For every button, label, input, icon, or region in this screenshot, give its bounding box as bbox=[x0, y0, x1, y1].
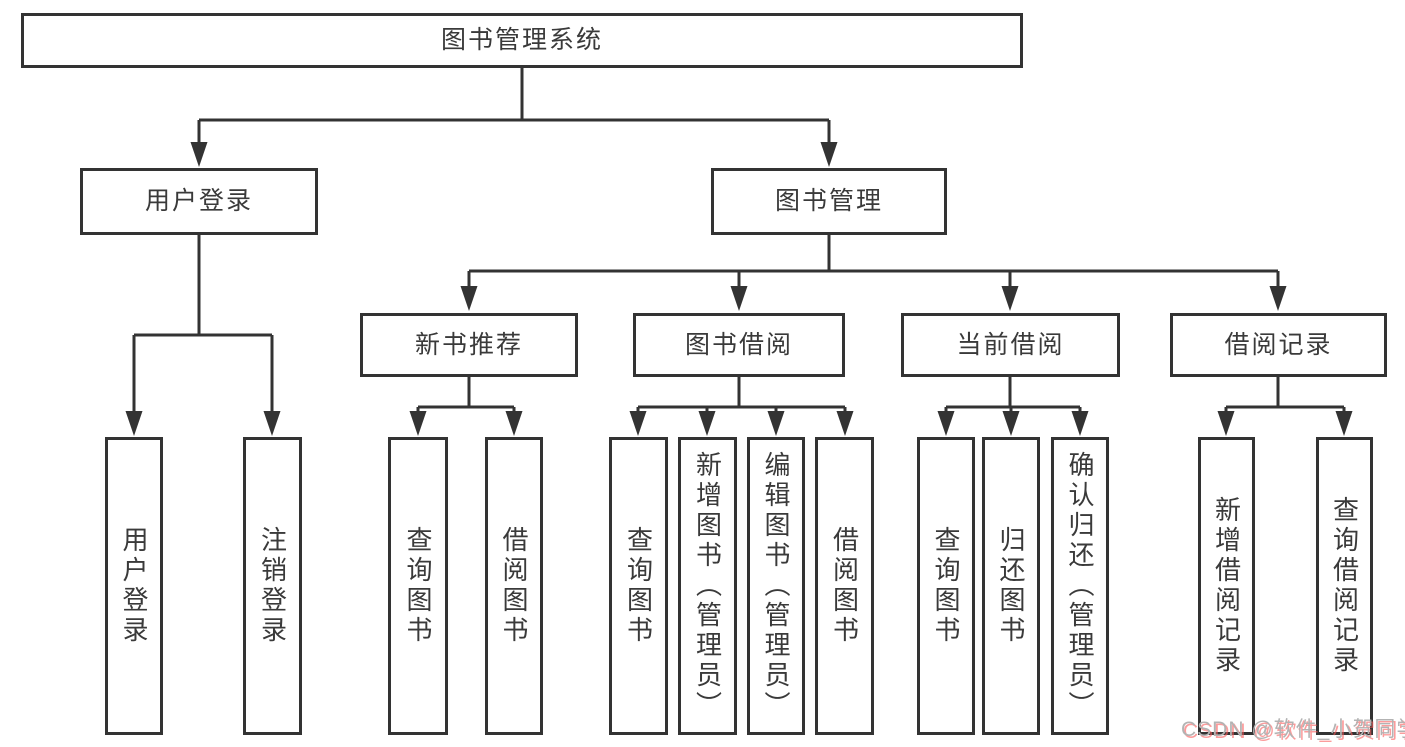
leaf-borrow-books: 借阅图书 bbox=[815, 437, 874, 735]
arrow-down-icon bbox=[1071, 411, 1089, 436]
arrow-down-icon bbox=[125, 411, 143, 436]
node-user-login: 用户登录 bbox=[80, 168, 318, 235]
node-current-borrow: 当前借阅 bbox=[901, 313, 1120, 377]
leaf-return-books: 归还图书 bbox=[982, 437, 1040, 735]
arrow-down-icon bbox=[1269, 286, 1287, 311]
leaf-query-books-current: 查询图书 bbox=[917, 437, 975, 735]
leaf-confirm-return-admin: 确认归还（管理员） bbox=[1051, 437, 1109, 735]
arrow-down-icon bbox=[1335, 411, 1353, 436]
arrow-down-icon bbox=[263, 411, 281, 436]
arrow-down-icon bbox=[698, 411, 716, 436]
leaf-query-books-borrow: 查询图书 bbox=[609, 437, 668, 735]
connector-user-login bbox=[132, 235, 274, 413]
leaf-add-books-admin: 新增图书（管理员） bbox=[678, 437, 737, 735]
arrow-down-icon bbox=[820, 142, 838, 167]
arrow-down-icon bbox=[1217, 411, 1235, 436]
connector-new-book-recommend bbox=[416, 377, 516, 413]
node-book-management: 图书管理 bbox=[711, 168, 947, 235]
leaf-logout: 注销登录 bbox=[243, 437, 302, 735]
connector-current-borrow bbox=[944, 377, 1082, 413]
arrow-down-icon bbox=[409, 411, 427, 436]
connector-root bbox=[197, 68, 831, 144]
arrowheads bbox=[125, 142, 1353, 436]
arrow-down-icon bbox=[629, 411, 647, 436]
arrow-down-icon bbox=[937, 411, 955, 436]
node-root: 图书管理系统 bbox=[21, 13, 1023, 68]
arrow-down-icon bbox=[1002, 411, 1020, 436]
leaf-edit-books-admin: 编辑图书（管理员） bbox=[747, 437, 805, 735]
connector-borrow-records bbox=[1224, 377, 1346, 413]
connector-book-management bbox=[467, 235, 1280, 288]
leaf-query-books-recommend: 查询图书 bbox=[388, 437, 448, 735]
arrow-down-icon bbox=[1001, 286, 1019, 311]
arrow-down-icon bbox=[190, 142, 208, 167]
arrow-down-icon bbox=[836, 411, 854, 436]
arrow-down-icon bbox=[460, 286, 478, 311]
node-borrow-records: 借阅记录 bbox=[1170, 313, 1387, 377]
arrow-down-icon bbox=[505, 411, 523, 436]
arrow-down-icon bbox=[767, 411, 785, 436]
leaf-add-borrow-record: 新增借阅记录 bbox=[1198, 437, 1255, 735]
leaf-query-borrow-record: 查询借阅记录 bbox=[1316, 437, 1373, 735]
arrow-down-icon bbox=[730, 286, 748, 311]
leaf-borrow-books-recommend: 借阅图书 bbox=[485, 437, 543, 735]
watermark: CSDN @软件_小贺同学 bbox=[1181, 718, 1405, 741]
node-new-book-recommend: 新书推荐 bbox=[360, 313, 578, 377]
node-book-borrow: 图书借阅 bbox=[633, 313, 845, 377]
leaf-user-login: 用户登录 bbox=[105, 437, 163, 735]
connector-book-borrow bbox=[636, 377, 847, 413]
